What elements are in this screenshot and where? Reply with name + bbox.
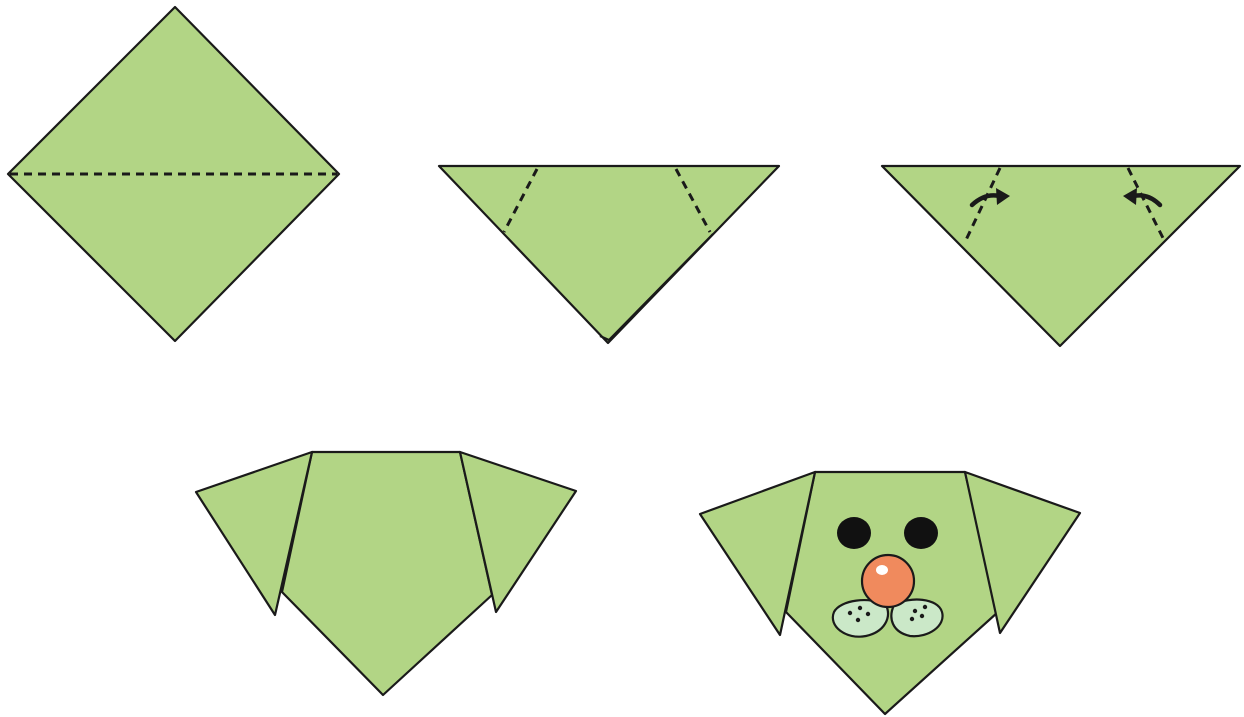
step-1-square — [8, 7, 339, 341]
head-paper — [282, 452, 492, 695]
triangle-paper — [439, 166, 779, 343]
left-eye — [837, 517, 871, 549]
step-3-triangle-with-arrows — [882, 166, 1240, 346]
nose — [862, 555, 914, 607]
step-4-dog-head — [196, 452, 576, 695]
step-2-triangle — [439, 166, 779, 343]
step-5-dog-face — [700, 472, 1080, 714]
triangle-paper — [882, 166, 1240, 346]
nose-highlight — [876, 565, 888, 575]
right-eye — [904, 517, 938, 549]
